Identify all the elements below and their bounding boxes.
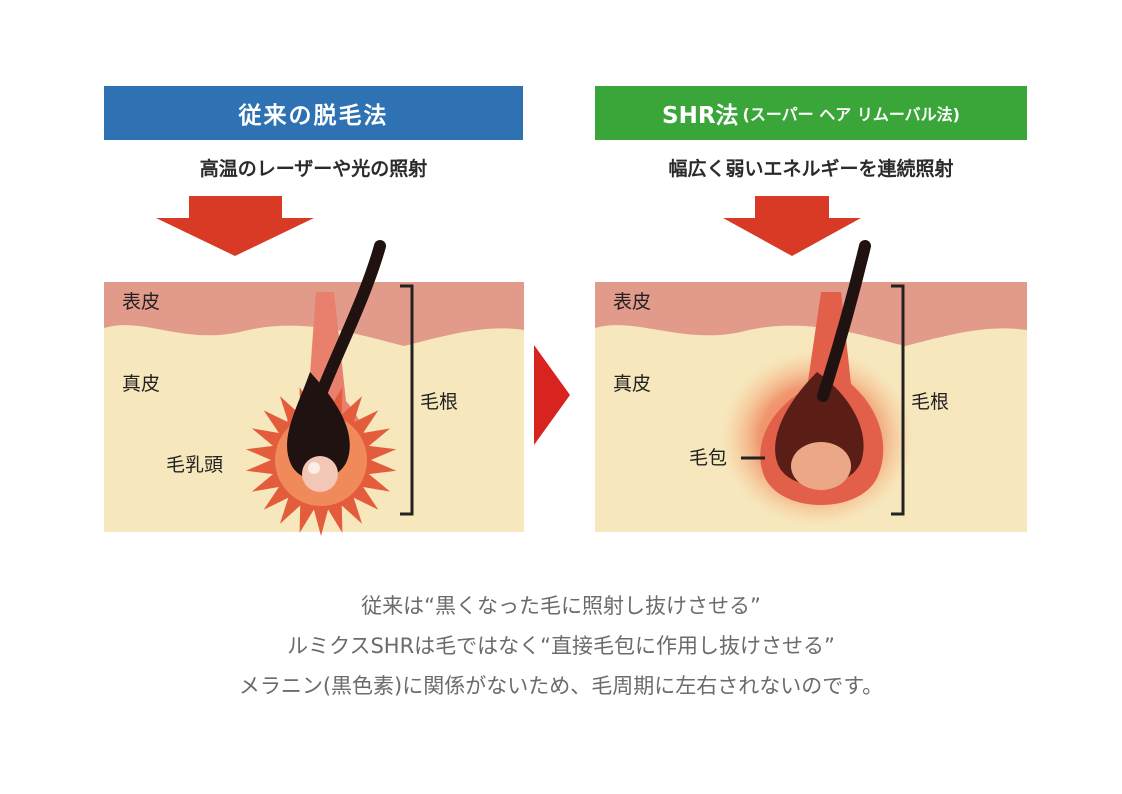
epidermis-layer — [595, 282, 1027, 346]
epidermis-label: 表皮 — [122, 291, 160, 313]
transition-arrow-icon — [534, 345, 570, 445]
hair-shaft — [310, 240, 386, 412]
conventional-diagram: 表皮 真皮 毛乳頭 毛根 — [104, 196, 524, 536]
epidermis-layer — [104, 282, 524, 346]
shr-method-title-detail: (スーパー ヘア リムーバル法) — [742, 105, 960, 124]
hair-root-label: 毛根 — [911, 391, 949, 413]
follicle-label: 毛包 — [689, 447, 727, 469]
shr-method-title: SHR法 — [662, 103, 739, 129]
shr-method-subtitle: 幅広く弱いエネルギーを連続照射 — [668, 158, 954, 180]
energy-arrow-icon — [723, 196, 861, 256]
conventional-method-subtitle: 高温のレーザーや光の照射 — [199, 158, 428, 180]
dermal-papilla — [302, 456, 338, 492]
caption-line-1: 従来は“黒くなった毛に照射し抜けさせる” — [361, 594, 761, 618]
hair-root-label: 毛根 — [420, 391, 458, 413]
hair-shaft — [817, 240, 871, 402]
hair-root-bracket — [891, 284, 905, 516]
shr-diagram: 表皮 真皮 毛包 毛根 — [595, 196, 1027, 532]
caption-line-2: ルミクスSHRは毛ではなく“直接毛包に作用し抜けさせる” — [287, 634, 835, 658]
conventional-method-title: 従来の脱毛法 — [238, 103, 389, 129]
dermal-papilla — [791, 442, 851, 490]
dermis-label: 真皮 — [122, 373, 160, 395]
hair-root-bracket — [400, 284, 414, 516]
hair-bulb — [287, 372, 350, 480]
laser-arrow-icon — [156, 196, 314, 256]
caption-line-3: メラニン(黒色素)に関係がないため、毛周期に左右されないのです。 — [238, 674, 884, 698]
dermis-label: 真皮 — [613, 373, 651, 395]
dermal-papilla-label: 毛乳頭 — [166, 454, 223, 476]
conventional-method-header: 従来の脱毛法 — [104, 86, 523, 140]
shr-method-header: SHR法 (スーパー ヘア リムーバル法) — [595, 86, 1027, 140]
papilla-highlight — [308, 462, 320, 474]
epidermis-label: 表皮 — [613, 291, 651, 313]
